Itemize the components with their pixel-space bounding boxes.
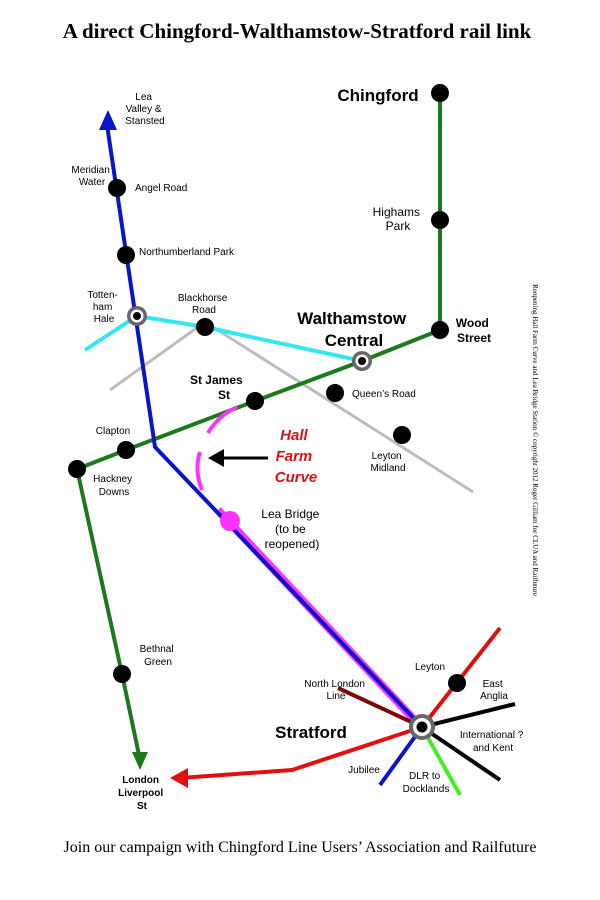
label-tottenham-hale: Totten- ham Hale [87,290,120,325]
station-leyton [448,674,466,692]
station-bethnal-green [113,665,131,683]
label-highams-park: Highams Park [373,205,424,233]
blue-arrowhead [99,110,117,130]
label-walthamstow-central: Walthamstow Central [297,309,411,350]
map-title: A direct Chingford-Walthamstow-Stratford… [63,19,532,43]
label-blackhorse-road: Blackhorse Road [178,293,230,316]
station-clapton [117,441,135,459]
north-london-line [337,686,423,729]
label-london-liverpool-st: London Liverpool St [118,775,166,812]
hall-farm-curve-dash-1 [206,405,238,435]
grey-line-east [204,320,474,494]
campaign-footer: Join our campaign with Chingford Line Us… [64,839,537,856]
label-meridian-water: Meridian Water [71,165,112,188]
label-east-anglia: East Anglia [480,679,508,702]
station-walthamstow-central [352,351,372,371]
label-clapton: Clapton [96,426,130,437]
station-st-james-st [246,392,264,410]
hall-farm-curve-dash-2 [195,451,204,491]
label-queens-road: Queen’s Road [352,389,416,400]
label-st-james-st: St James St [190,373,246,402]
label-lea-valley-stansted: Lea Valley & Stansted [125,92,164,127]
label-dlr-docklands: DLR to Docklands [403,771,450,795]
label-leyton-midland: Leyton Midland [370,451,405,474]
label-jubilee: Jubilee [348,765,380,776]
copyright-note: Reopening Hall Farm Curve and Lea Bridge… [531,284,539,596]
label-international-kent: International ? and Kent [460,730,526,754]
label-chingford: Chingford [337,86,418,105]
station-blackhorse-road [196,318,214,336]
label-northumberland-park: Northumberland Park [139,247,235,258]
station-tottenham-hale [127,306,147,326]
label-angel-road: Angel Road [135,183,187,194]
pointer-arrow-head [208,449,224,467]
label-stratford: Stratford [275,723,347,742]
station-leyton-midland [393,426,411,444]
cyan-line [83,313,363,363]
label-wood-street: Wood Street [456,316,492,345]
green-arrowhead [132,752,148,770]
blue-line [105,124,424,729]
station-highams-park [431,211,449,229]
station-chingford [431,84,449,102]
black-line-kent [420,725,502,782]
red-line-liverpool-st [179,725,423,780]
label-bethnal-green: Bethnal Green [140,644,177,668]
station-queens-road [326,384,344,402]
station-stratford [409,714,435,740]
grey-line-west [109,320,206,392]
station-wood-street [431,321,449,339]
station-angel-road [108,179,126,197]
label-north-london-line: North London Line [304,679,367,702]
label-hall-farm-curve: Hall Farm Curve [275,427,318,486]
red-arrowhead [170,768,188,788]
station-hackney-downs [68,460,86,478]
station-northumberland-park [117,246,135,264]
station-lea-bridge [220,511,240,531]
green-line-south [75,468,142,761]
label-hackney-downs: Hackney Downs [93,474,135,498]
black-line-east [421,702,516,729]
label-leyton: Leyton [415,662,445,673]
label-lea-bridge: Lea Bridge (to be reopened) [261,507,322,551]
